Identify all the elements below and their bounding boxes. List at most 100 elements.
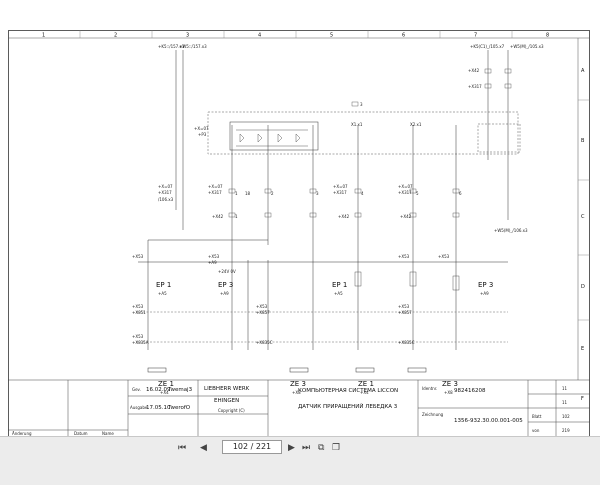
page-number-input[interactable]: 102 / 221 xyxy=(232,442,272,451)
plug-sub-label: +X8 xyxy=(444,390,453,395)
title-field-value: TwerofO xyxy=(167,405,191,411)
row-label: D xyxy=(581,284,585,290)
two-page-icon[interactable]: ❐ xyxy=(332,443,341,453)
row-label: A xyxy=(581,68,585,74)
sheet-index: 11 xyxy=(562,400,568,405)
von-value: 219 xyxy=(562,428,570,433)
net-label: +K5(C1)_/105.x7 xyxy=(470,44,505,49)
ident-label: Identnr. xyxy=(422,386,437,391)
connector-label: +A9 xyxy=(208,260,217,265)
row-label: C xyxy=(581,214,585,220)
connector-label: +X42 xyxy=(212,214,224,219)
pin-number: 1 xyxy=(235,191,238,196)
schematic-sheet: 1 2 3 4 5 6 7 8 A B C D E F +K5::/157.x3… xyxy=(8,30,590,438)
connector-label: +X=07 xyxy=(208,184,223,189)
module-label: EP 3 xyxy=(218,281,233,289)
blatt-label: Blatt xyxy=(532,414,542,419)
connector-label: +X=07 xyxy=(398,184,413,189)
page-number-box[interactable]: 102 / 221 xyxy=(222,440,282,454)
plug-label: ZE 1 xyxy=(358,380,374,388)
revision-column-label: Datum xyxy=(74,431,88,436)
net-label: +W5::/157.x3 xyxy=(179,44,207,49)
revision-column-label: Name xyxy=(102,431,114,436)
blatt-value: 102 xyxy=(562,414,570,419)
plug-sub-label: +X8 xyxy=(292,390,301,395)
pin-label: X2.x1 xyxy=(410,122,422,127)
fit-page-icon[interactable]: ⧉ xyxy=(318,443,325,453)
pin-number: 6 xyxy=(459,191,462,196)
plug-label: ZE 3 xyxy=(442,380,458,388)
column-label: 7 xyxy=(474,33,477,39)
connector-label: +X53 xyxy=(398,304,410,309)
connector-label: +X857 xyxy=(256,310,270,315)
module-label: EP 1 xyxy=(156,281,171,289)
plug-sub-label: +X4 xyxy=(160,390,169,395)
copyright-text: Copyright (C) xyxy=(218,408,245,413)
title-field-value: 17.05.10 xyxy=(146,405,171,411)
column-label: 3 xyxy=(186,33,189,39)
connector-label: /106.x3 xyxy=(158,197,174,202)
pin-number: 4 xyxy=(361,191,364,196)
connector-label: +X42 xyxy=(468,68,480,73)
connector-label: +X317 xyxy=(468,84,482,89)
last-page-icon[interactable]: ⏭ xyxy=(302,443,311,453)
pin-number: 1 xyxy=(235,214,238,219)
pin-number: 5 xyxy=(416,191,419,196)
row-label: E xyxy=(581,346,584,352)
voltage-label: +24V 0V xyxy=(218,269,236,274)
connector-label: +X835C xyxy=(256,340,273,345)
von-label: von xyxy=(532,428,540,433)
first-page-icon[interactable]: ⏮ xyxy=(178,443,187,453)
sheet-index: 11 xyxy=(562,386,568,391)
module-sub-label: +A5 xyxy=(158,291,167,296)
column-label: 4 xyxy=(258,33,261,39)
column-label: 5 xyxy=(330,33,333,39)
connector-label: +X53 xyxy=(132,334,144,339)
module-label: EP 3 xyxy=(478,281,493,289)
pin-number: 18 xyxy=(245,191,251,196)
company-name: LIEBHERR WERK xyxy=(204,386,250,392)
plug-label: ZE 3 xyxy=(290,380,306,388)
pin-label: X1.x1 xyxy=(351,122,363,127)
prev-page-icon[interactable]: ◀ xyxy=(200,443,207,453)
drawing-title-line1: КОМПЬЮТЕРНАЯ СИСТЕМА LICCON xyxy=(298,388,398,394)
net-label: +W5(M)_/105.x3 xyxy=(510,44,544,49)
device-label: +X=07 xyxy=(194,126,209,131)
module-sub-label: +A9 xyxy=(220,291,229,296)
column-label: 6 xyxy=(402,33,405,39)
drawing-number-label: Zeichnung xyxy=(422,412,444,417)
column-label: 2 xyxy=(114,33,117,39)
pin-number: 2 xyxy=(271,191,274,196)
title-field-label: Gev. xyxy=(132,387,141,392)
connector-label: +X53 xyxy=(398,254,410,259)
connector-label: +X42 xyxy=(338,214,350,219)
pin-number: 3 xyxy=(316,191,319,196)
connector-label: +X42 xyxy=(400,214,412,219)
schematic-drawing: 1 2 3 4 5 6 7 8 A B C D E F +K5::/157.x3… xyxy=(8,30,590,438)
module-label: EP 1 xyxy=(332,281,347,289)
column-label: 1 xyxy=(42,33,45,39)
connector-label: +X=07 xyxy=(333,184,348,189)
connector-label: +X835C xyxy=(398,340,415,345)
connector-label: +X=07 xyxy=(158,184,173,189)
connector-label: +X53 xyxy=(132,304,144,309)
connector-label: +X53 xyxy=(438,254,450,259)
connector-label: +X835A xyxy=(132,340,149,345)
connector-label: +X317 xyxy=(208,190,222,195)
next-page-icon[interactable]: ▶ xyxy=(288,443,295,453)
device-label: +P3 xyxy=(198,132,207,137)
revision-column-label: Änderung xyxy=(12,431,32,436)
module-sub-label: +A9 xyxy=(480,291,489,296)
connector-label: +X53 xyxy=(208,254,220,259)
drawing-title-line2: ДАТЧИК ПРИРАЩЕНИЙ ЛЕБЕДКА 3 xyxy=(298,403,398,410)
title-field-value: Twemaj3 xyxy=(167,387,193,393)
drawing-number-value: 1356-932.30.00.001-005 xyxy=(454,418,523,424)
ident-value: 982416208 xyxy=(454,388,486,394)
plug-sub-label: +X4 xyxy=(360,390,369,395)
marker-label: 3 xyxy=(360,102,363,107)
connector-label: +X53 xyxy=(132,254,144,259)
net-label: +W5(M)_/106.x3 xyxy=(494,228,528,233)
title-field-label: Ausgabe xyxy=(130,405,148,410)
row-label: B xyxy=(581,138,585,144)
